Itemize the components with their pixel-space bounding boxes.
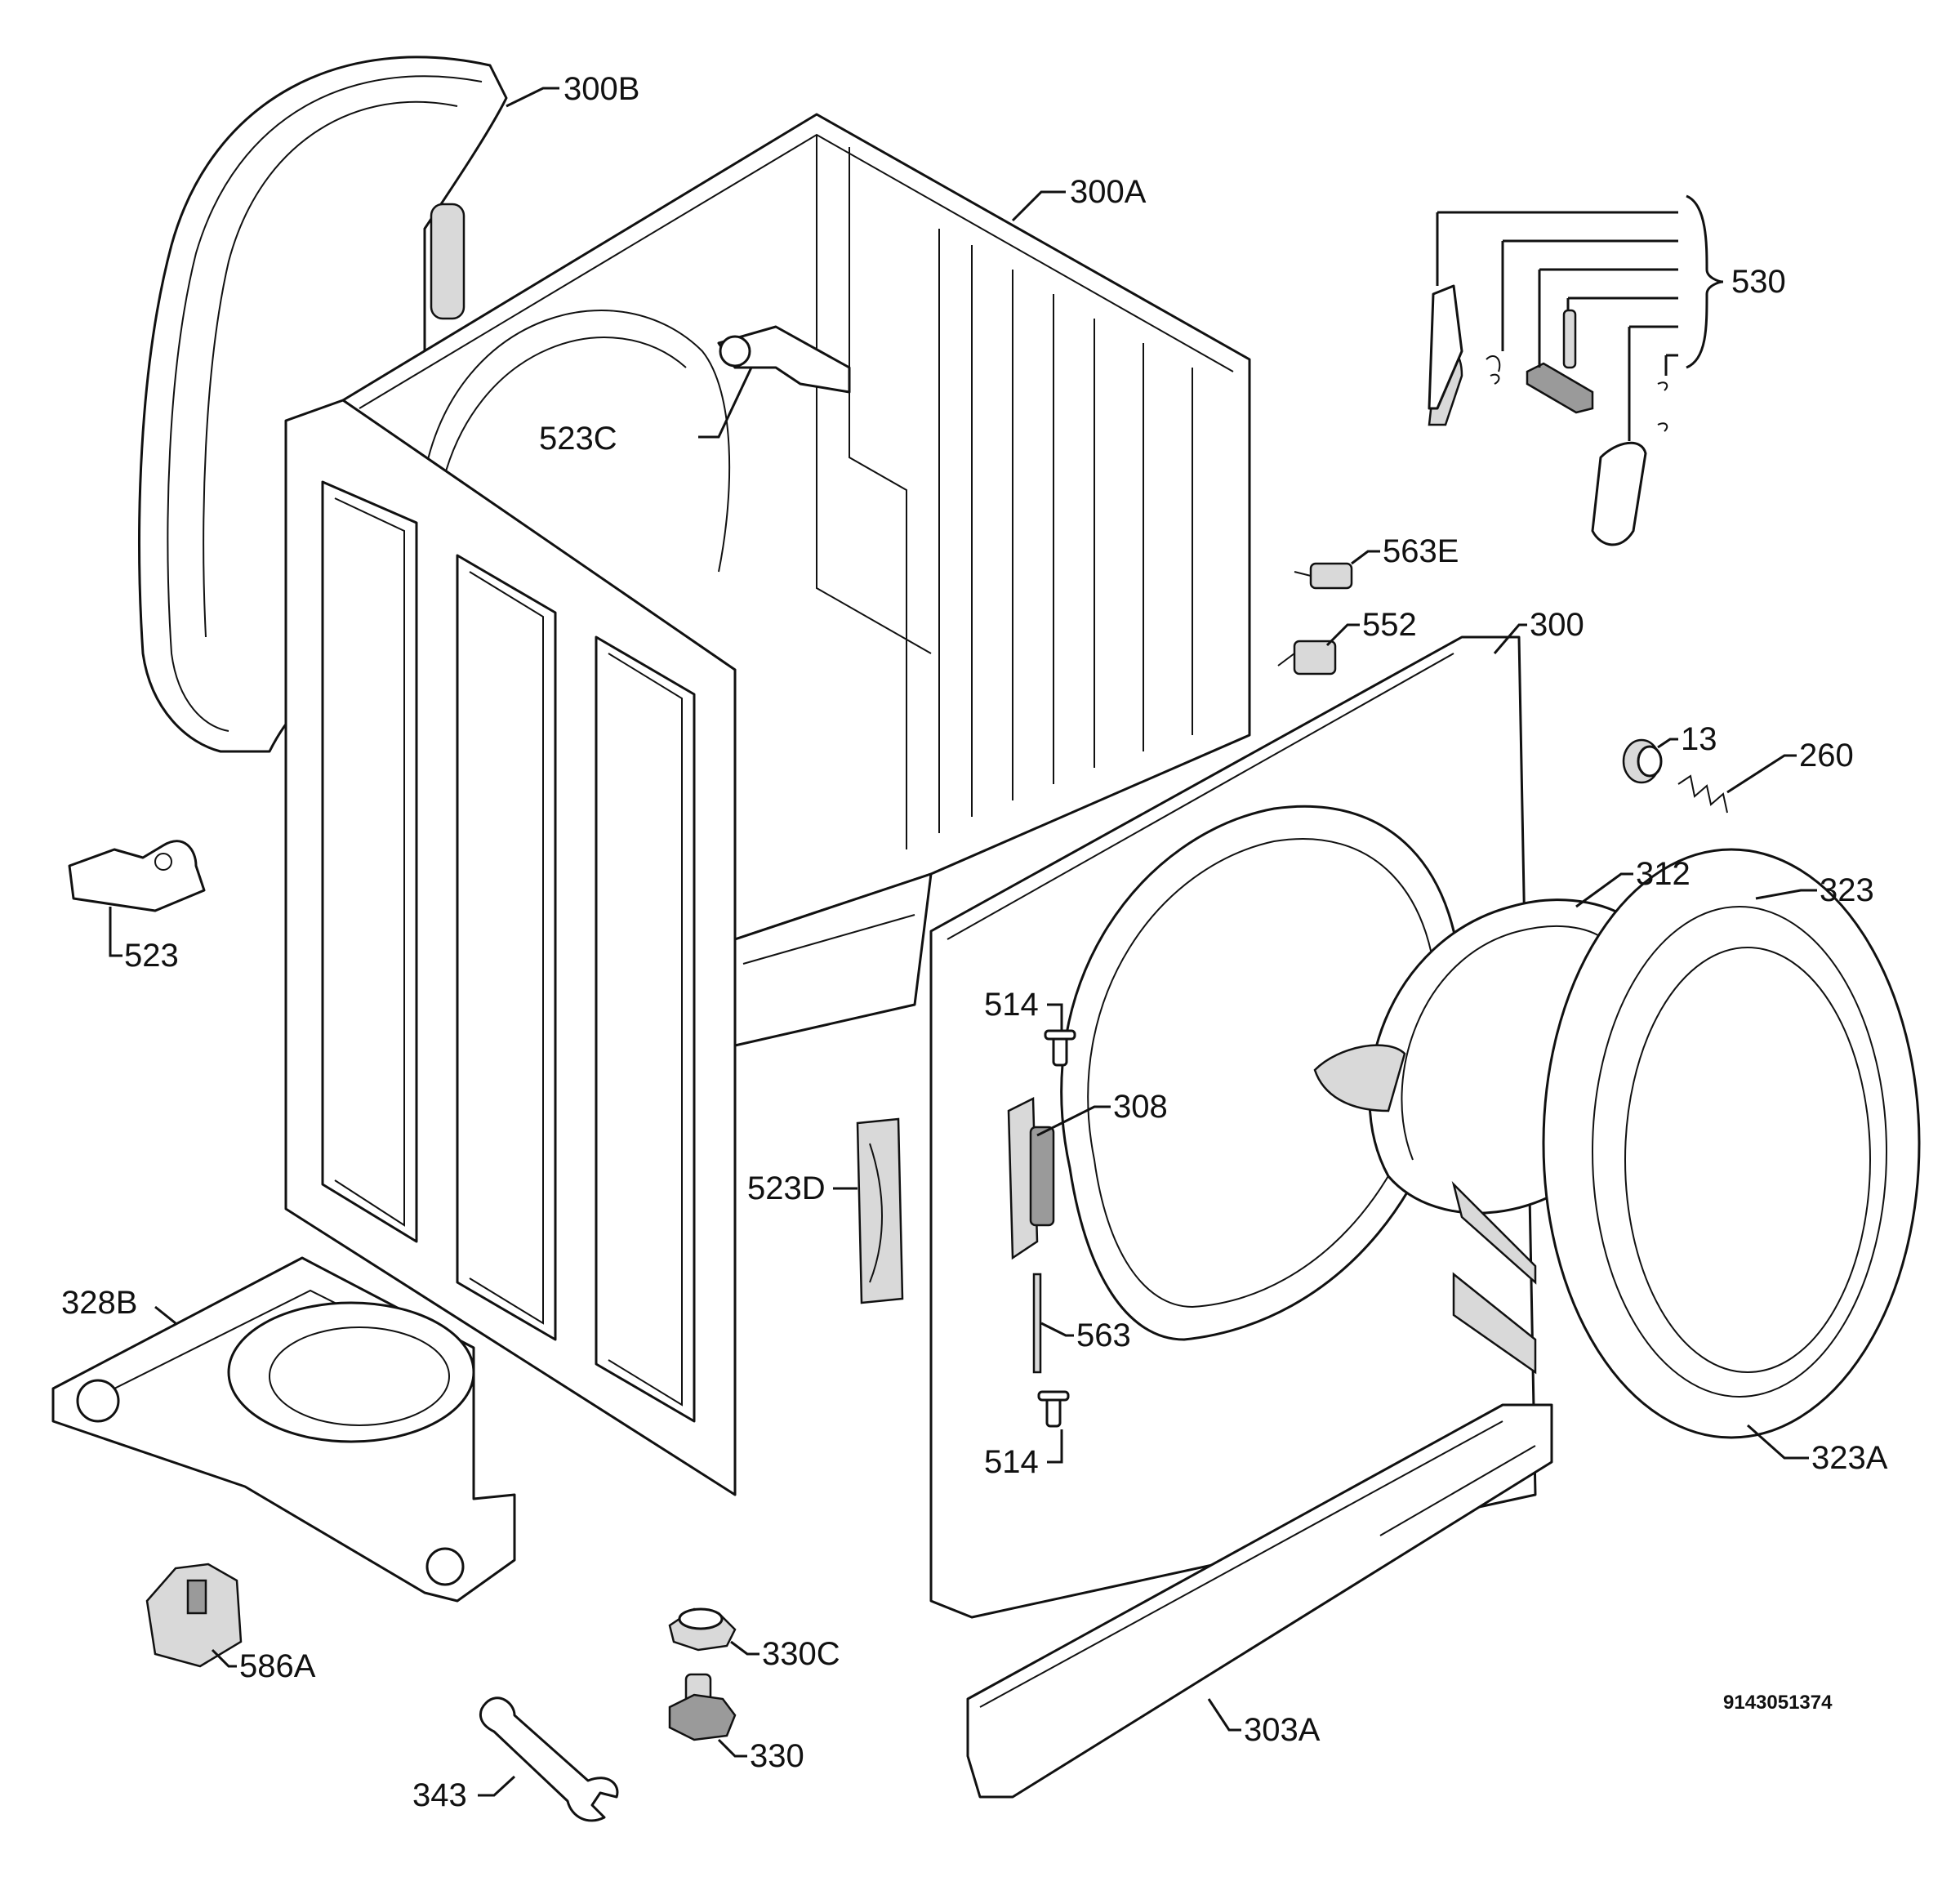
part-328B-base [51, 1256, 516, 1603]
part-300-front-panel [929, 635, 1537, 1619]
label-323: 323 [1820, 872, 1874, 908]
part-labels: 300B 300A 530 523C 563E 552 300 13 260 3… [61, 71, 1888, 1813]
part-330-foot [668, 1673, 737, 1741]
part-260-spring [1677, 774, 1728, 814]
label-300B: 300B [564, 71, 639, 107]
part-343-spanner [479, 1696, 619, 1822]
label-308: 308 [1113, 1089, 1168, 1125]
label-586A: 586A [239, 1648, 316, 1684]
part-586A-connector [145, 1563, 243, 1668]
label-343: 343 [412, 1777, 467, 1813]
part-308-hinge [1007, 1097, 1055, 1260]
part-552-lock [1277, 640, 1337, 675]
part-13-knob [1622, 738, 1663, 784]
part-cabinet-left-panel [284, 399, 737, 1496]
part-523-bracket [68, 840, 206, 912]
label-563E: 563E [1383, 533, 1459, 569]
part-530-handle-kit [1428, 284, 1668, 546]
part-563-pin [1032, 1273, 1042, 1374]
label-514-bottom: 514 [984, 1444, 1039, 1480]
part-323-door-frame [1451, 848, 1921, 1439]
label-552: 552 [1362, 607, 1417, 643]
label-328B: 328B [61, 1285, 137, 1321]
label-312: 312 [1636, 856, 1690, 892]
leader-lines [109, 87, 1817, 1797]
label-330: 330 [750, 1738, 804, 1774]
label-563: 563 [1076, 1317, 1131, 1353]
label-530: 530 [1731, 264, 1786, 300]
part-330C-foot [668, 1607, 737, 1652]
label-514-top: 514 [984, 987, 1039, 1023]
label-300A: 300A [1070, 174, 1147, 210]
label-13: 13 [1681, 721, 1717, 757]
part-523C-clamp [717, 325, 851, 394]
label-323A: 323A [1811, 1440, 1888, 1476]
part-514-screws [1037, 1029, 1076, 1428]
label-523C: 523C [539, 421, 617, 457]
label-523D: 523D [747, 1170, 826, 1206]
label-523: 523 [124, 938, 179, 974]
label-260: 260 [1799, 738, 1854, 774]
part-303A-plinth [966, 1403, 1553, 1799]
drawing-number: 9143051374 [1723, 1692, 1833, 1714]
part-523D-bracket [856, 1117, 904, 1304]
label-300: 300 [1530, 607, 1584, 643]
part-563E-switch [1294, 562, 1353, 590]
label-303A: 303A [1244, 1712, 1321, 1748]
part-300A-cabinet [341, 113, 1251, 1047]
label-330C: 330C [762, 1636, 840, 1672]
